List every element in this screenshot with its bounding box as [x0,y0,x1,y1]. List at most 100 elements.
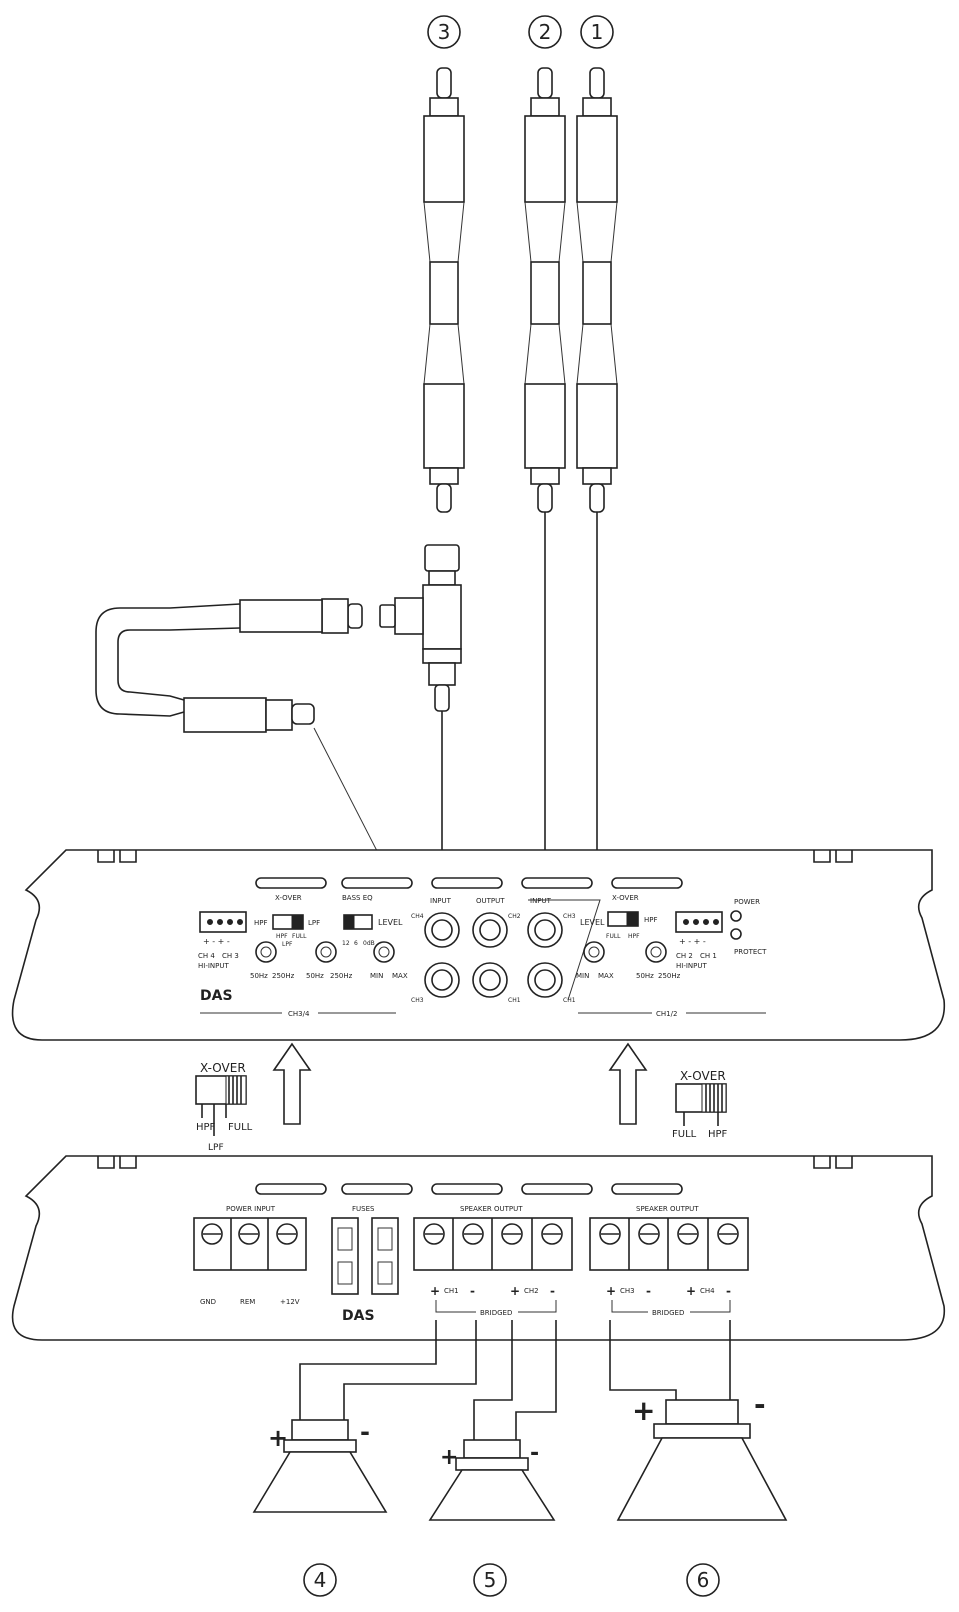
callout-1: 1 [580,15,614,49]
svg-text:SPEAKER OUTPUT: SPEAKER OUTPUT [636,1205,699,1213]
callout-5: 5 [473,1563,507,1597]
svg-text:+ - + -: + - + - [679,937,706,946]
svg-text:50Hz: 50Hz [306,972,324,980]
svg-text:HI-INPUT: HI-INPUT [676,962,707,970]
right-xover-callout: X-OVER FULL HPF [672,1069,728,1140]
section-label-ch12: CH1/2 [578,1010,766,1018]
rca-cable-2 [524,67,566,513]
protect-led: PROTECT [730,928,767,956]
left-xover-callout: X-OVER HPF FULL LPF [195,1061,253,1153]
svg-text:CH3: CH3 [411,997,424,1004]
svg-text:CH1: CH1 [444,1287,459,1295]
speaker-4: + - [252,1418,388,1513]
svg-text:50Hz: 50Hz [636,972,654,980]
svg-text:+: + [510,1284,520,1298]
svg-text:-: - [550,1284,555,1298]
level-knob-right: LEVEL MIN MAX [576,918,614,980]
speaker-5: + - [428,1439,556,1521]
svg-text:OUTPUT: OUTPUT [476,897,505,905]
svg-text:HPF: HPF [196,1122,216,1133]
svg-text:HI-INPUT: HI-INPUT [198,962,229,970]
section-label-ch34: CH3/4 [200,1010,396,1018]
svg-text:HPF: HPF [708,1129,728,1140]
svg-text:CH 4: CH 4 [198,952,215,960]
svg-text:12: 12 [342,940,350,947]
rca-cable-3 [423,67,465,513]
svg-text:X-OVER: X-OVER [200,1061,246,1075]
svg-text:250Hz: 250Hz [272,972,295,980]
svg-text:+: + [268,1424,288,1452]
svg-text:CH2: CH2 [508,913,521,920]
svg-text:CH3: CH3 [620,1287,635,1295]
svg-text:CH1: CH1 [563,997,576,1004]
svg-text:INPUT: INPUT [430,897,452,905]
svg-text:MAX: MAX [392,972,408,980]
left-up-arrow [272,1042,312,1125]
svg-text:-: - [646,1284,651,1298]
hi-input-connector-left: + - + - CH 4 CH 3 HI-INPUT [198,911,247,970]
svg-text:CH4: CH4 [411,913,424,920]
svg-text:X-OVER: X-OVER [612,894,639,902]
svg-text:LEVEL: LEVEL [580,918,605,927]
svg-text:5: 5 [484,1568,497,1592]
svg-text:FULL: FULL [228,1122,253,1133]
svg-text:BRIDGED: BRIDGED [480,1309,512,1317]
svg-text:CH1: CH1 [508,997,521,1004]
svg-text:CH3: CH3 [563,913,576,920]
bottom-amp-logo: DAS [342,1308,375,1324]
svg-text:HPF: HPF [276,933,288,940]
right-xover-switch: X-OVER HPF FULL HPF [606,894,658,940]
rca-cable-1 [576,67,618,513]
y-adapter [379,544,462,712]
power-input-terminal: POWER INPUT GND REM +12V [193,1205,307,1306]
svg-text:BRIDGED: BRIDGED [652,1309,684,1317]
svg-text:-: - [530,1441,539,1466]
svg-text:-: - [754,1388,766,1421]
callout-6: 6 [686,1563,720,1597]
svg-text:+12V: +12V [280,1298,300,1306]
svg-text:CH 3: CH 3 [222,952,239,960]
svg-text:FULL: FULL [292,933,307,940]
loop-cable [95,598,363,733]
bass-eq-switch: BASS EQ 12 6 0dB [342,894,375,947]
power-led: POWER [730,898,760,922]
svg-text:HPF: HPF [644,916,658,924]
rca-jack-panel: INPUT OUTPUT INPUT CH4 CH2 CH3 CH3 CH1 C… [411,897,601,1004]
svg-text:LEVEL: LEVEL [378,918,403,927]
svg-text:HPF: HPF [628,933,640,940]
svg-text:PROTECT: PROTECT [734,948,767,956]
svg-text:+: + [430,1284,440,1298]
svg-text:CH1/2: CH1/2 [656,1010,677,1018]
callout-2: 2 [528,15,562,49]
right-up-arrow [608,1042,648,1125]
svg-text:GND: GND [200,1298,216,1306]
svg-text:CH4: CH4 [700,1287,715,1295]
hpf-knob-right: 50Hz 250Hz [636,941,681,980]
svg-text:4: 4 [314,1568,327,1592]
svg-text:CH 1: CH 1 [700,952,717,960]
svg-text:BASS EQ: BASS EQ [342,894,373,902]
speaker-wires [299,1320,731,1440]
svg-text:50Hz: 50Hz [250,972,268,980]
svg-text:+ - + -: + - + - [203,937,230,946]
fuse-holder: FUSES [331,1205,399,1295]
svg-text:X-OVER: X-OVER [275,894,302,902]
lpf-knob: LPF 50Hz 250Hz [306,919,353,980]
svg-text:X-OVER: X-OVER [680,1069,726,1083]
svg-text:POWER: POWER [734,898,760,906]
svg-text:0dB: 0dB [363,940,375,947]
svg-text:POWER INPUT: POWER INPUT [226,1205,276,1213]
svg-text:+: + [440,1445,458,1470]
svg-text:REM: REM [240,1298,255,1306]
svg-text:MIN: MIN [576,972,589,980]
svg-text:HPF: HPF [254,919,268,927]
svg-text:LPF: LPF [308,919,320,927]
hpf-knob: 50Hz 250Hz [250,941,295,980]
svg-text:SPEAKER OUTPUT: SPEAKER OUTPUT [460,1205,523,1213]
svg-text:CH3/4: CH3/4 [288,1010,310,1018]
speaker-output-block-2: SPEAKER OUTPUT + CH3 - + CH4 - BRIDGED [589,1205,749,1317]
callout-4: 4 [303,1563,337,1597]
svg-text:FULL: FULL [672,1129,697,1140]
svg-text:LPF: LPF [208,1143,224,1153]
speaker-output-block-1: SPEAKER OUTPUT + CH1 - + CH2 - BRIDGED [413,1205,573,1317]
